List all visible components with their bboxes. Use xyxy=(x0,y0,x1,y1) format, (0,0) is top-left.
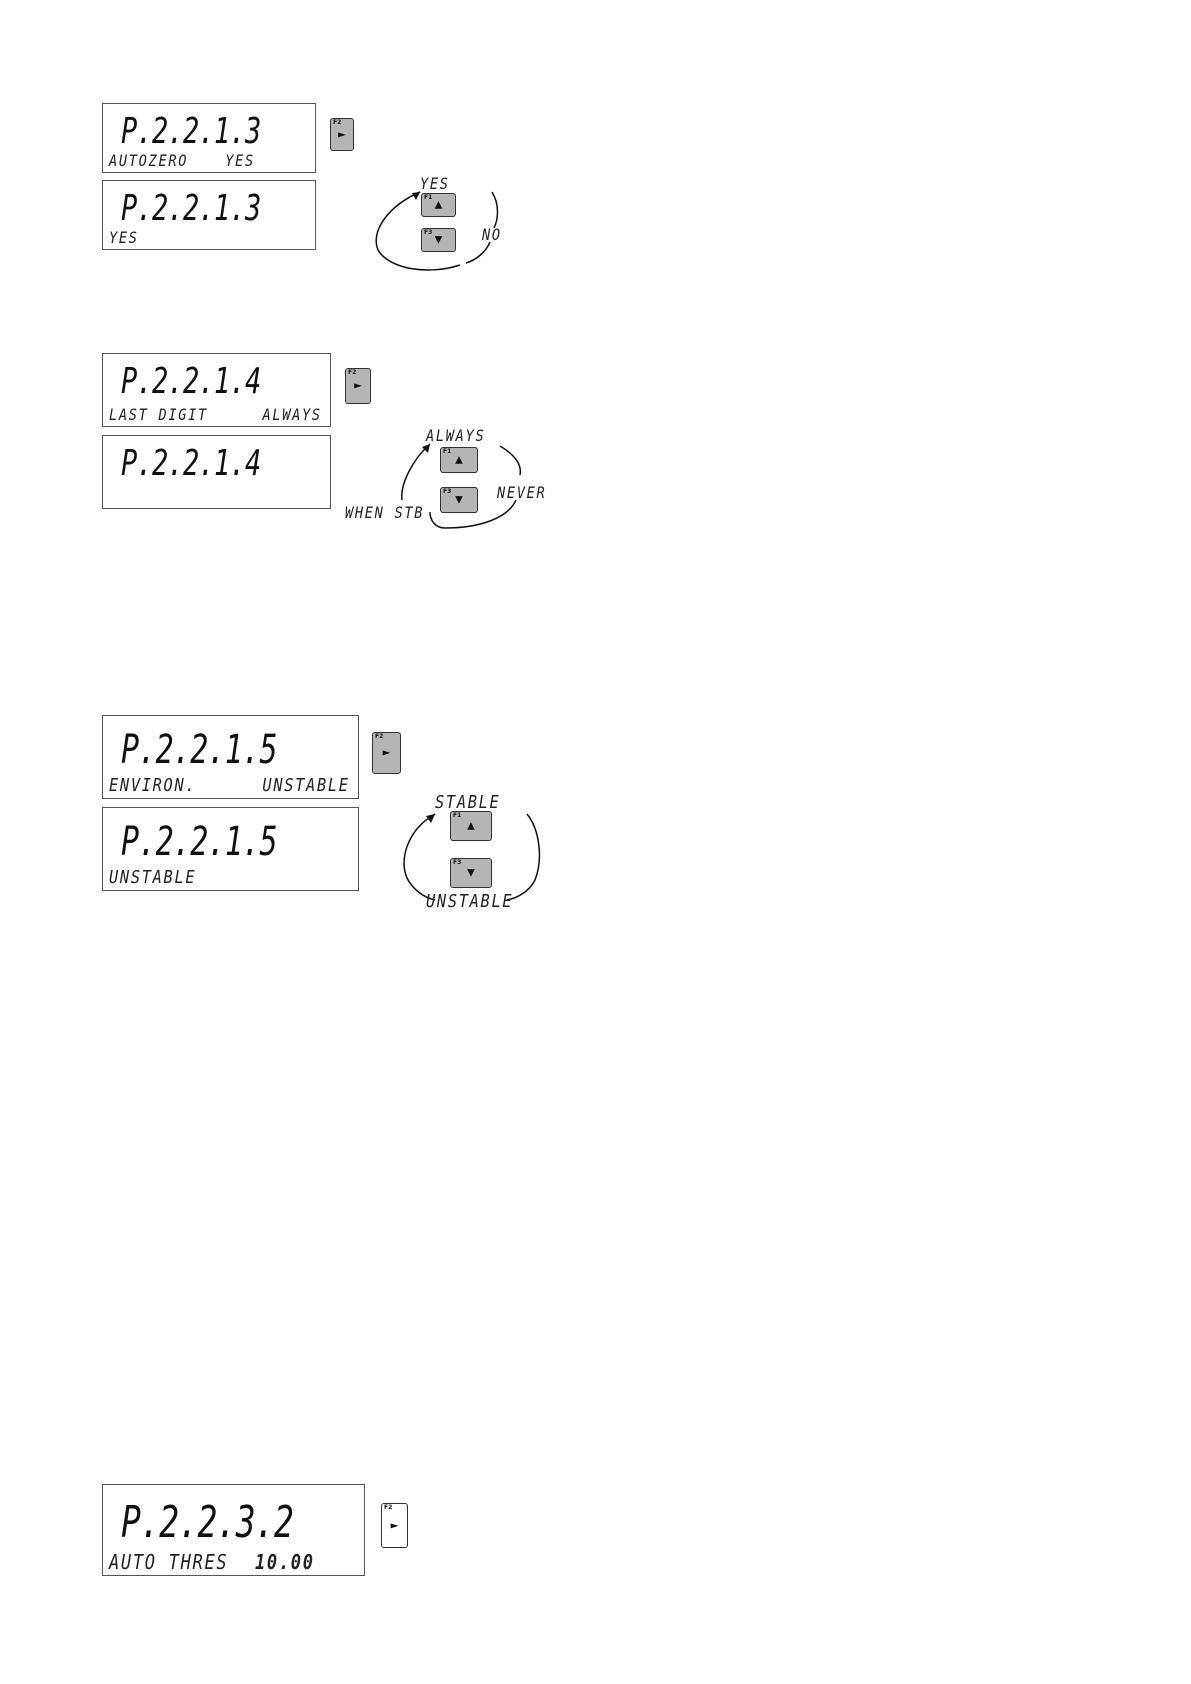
f1-up-button[interactable]: F1 ▲ xyxy=(421,193,456,217)
parameter-label: ENVIRON. xyxy=(109,777,196,795)
down-arrow-icon: ▼ xyxy=(422,236,455,246)
option-never: NEVER xyxy=(497,485,546,501)
parameter-value: 10.00 xyxy=(255,1552,315,1572)
right-arrow-icon: ► xyxy=(382,1521,407,1531)
lcd-display-autozero: P.2.2.1.3 AUTOZERO YES xyxy=(102,103,316,173)
f3-down-button[interactable]: F3 ▼ xyxy=(421,228,456,252)
parameter-code: P.2.2.3.2 xyxy=(121,1501,293,1545)
parameter-code: P.2.2.1.3 xyxy=(121,191,261,227)
up-arrow-icon: ▲ xyxy=(422,201,455,211)
up-arrow-icon: ▲ xyxy=(451,822,491,832)
f3-down-button[interactable]: F3 ▼ xyxy=(450,858,492,888)
key-label: F2 xyxy=(333,119,341,126)
option-unstable: UNSTABLE xyxy=(426,893,513,911)
option-always: ALWAYS xyxy=(426,428,485,444)
parameter-code: P.2.2.1.5 xyxy=(121,822,277,862)
right-arrow-icon: ► xyxy=(346,382,370,392)
parameter-label: AUTOZERO xyxy=(109,153,188,169)
key-label: F1 xyxy=(453,812,461,819)
key-label: F3 xyxy=(453,859,461,866)
edit-value: YES xyxy=(109,230,139,246)
f3-down-button[interactable]: F3 ▼ xyxy=(440,487,478,513)
f2-next-button[interactable]: F2 ► xyxy=(381,1503,408,1548)
f2-next-button[interactable]: F2 ► xyxy=(372,732,401,774)
down-arrow-icon: ▼ xyxy=(451,869,491,879)
right-arrow-icon: ► xyxy=(373,749,400,759)
f1-up-button[interactable]: F1 ▲ xyxy=(440,447,478,473)
parameter-code: P.2.2.1.4 xyxy=(121,364,261,400)
down-arrow-icon: ▼ xyxy=(441,496,477,506)
key-label: F2 xyxy=(384,1504,392,1511)
key-label: F2 xyxy=(348,369,356,376)
f2-next-button[interactable]: F2 ► xyxy=(330,118,354,151)
option-yes: YES xyxy=(420,176,450,192)
parameter-value: UNSTABLE xyxy=(263,777,350,795)
f1-up-button[interactable]: F1 ▲ xyxy=(450,811,492,841)
parameter-value: ALWAYS xyxy=(263,407,322,423)
option-no: NO xyxy=(482,227,502,243)
key-label: F1 xyxy=(443,448,451,455)
right-arrow-icon: ► xyxy=(331,130,353,140)
parameter-label: LAST DIGIT xyxy=(109,407,208,423)
parameter-code: P.2.2.1.4 xyxy=(121,446,261,482)
lcd-display-auto-thres: P.2.2.3.2 AUTO THRES 10.00 xyxy=(102,1484,365,1576)
parameter-label: AUTO THRES xyxy=(109,1552,228,1572)
parameter-code: P.2.2.1.5 xyxy=(121,730,277,770)
lcd-display-environ: P.2.2.1.5 ENVIRON. UNSTABLE xyxy=(102,715,359,799)
parameter-code: P.2.2.1.3 xyxy=(121,114,261,150)
edit-value: UNSTABLE xyxy=(109,869,196,887)
key-label: F2 xyxy=(375,733,383,740)
f2-next-button[interactable]: F2 ► xyxy=(345,368,371,404)
option-when-stb: WHEN STB xyxy=(345,505,424,521)
key-label: F3 xyxy=(443,488,451,495)
option-stable: STABLE xyxy=(435,794,500,812)
up-arrow-icon: ▲ xyxy=(441,456,477,466)
parameter-value: YES xyxy=(225,153,255,169)
lcd-display-autozero-edit: P.2.2.1.3 YES xyxy=(102,180,316,250)
lcd-display-last-digit: P.2.2.1.4 LAST DIGIT ALWAYS xyxy=(102,353,331,427)
lcd-display-environ-edit: P.2.2.1.5 UNSTABLE xyxy=(102,807,359,891)
lcd-display-last-digit-edit: P.2.2.1.4 xyxy=(102,435,331,509)
